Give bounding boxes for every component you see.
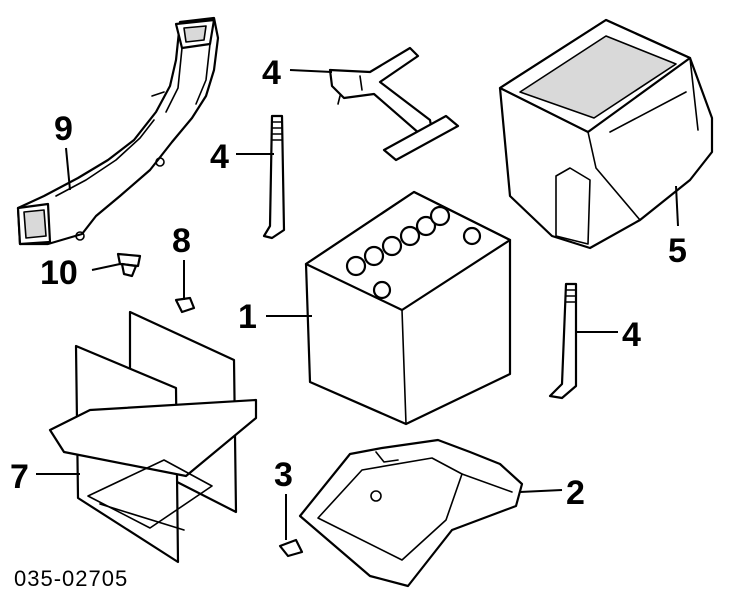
clip-part[interactable] (278, 538, 304, 558)
battery-cover-part[interactable] (498, 18, 714, 250)
callout-5: 4 (262, 54, 281, 92)
battery-tray-part[interactable] (298, 438, 524, 588)
push-clip-part[interactable] (116, 252, 142, 278)
leader-lines (36, 69, 679, 540)
hold-down-bolt-upper-part[interactable] (262, 114, 286, 240)
callout-9: 9 (54, 110, 73, 148)
battery-caps (345, 205, 451, 277)
callout-2: 2 (566, 474, 585, 512)
hold-down-bracket-part[interactable] (328, 46, 460, 162)
diagram-code: 035-02705 (14, 566, 128, 591)
leader-5 (289, 69, 333, 73)
battery-part[interactable] (304, 190, 512, 426)
callout-6: 5 (668, 232, 687, 270)
hold-down-bolt-lower-part[interactable] (548, 282, 578, 400)
leader-6 (675, 185, 679, 227)
leader-9 (65, 147, 71, 191)
callout-1: 1 (238, 298, 257, 336)
callout-8: 8 (172, 222, 191, 260)
callout-3: 3 (274, 456, 293, 494)
leader-2 (519, 489, 563, 493)
battery-frame-part[interactable] (48, 310, 258, 564)
callout-labels: 9 10 4 4 8 1 5 4 7 3 2 (10, 54, 687, 512)
air-duct-part[interactable] (16, 16, 220, 246)
positive-terminal (462, 226, 482, 246)
negative-terminal (372, 280, 392, 300)
leader-10 (91, 263, 121, 271)
callout-7: 7 (10, 458, 29, 496)
callout-4-lower: 4 (622, 316, 641, 354)
small-clip-part[interactable] (174, 296, 196, 314)
callout-10: 10 (40, 254, 78, 292)
callout-4-upper: 4 (210, 138, 229, 176)
